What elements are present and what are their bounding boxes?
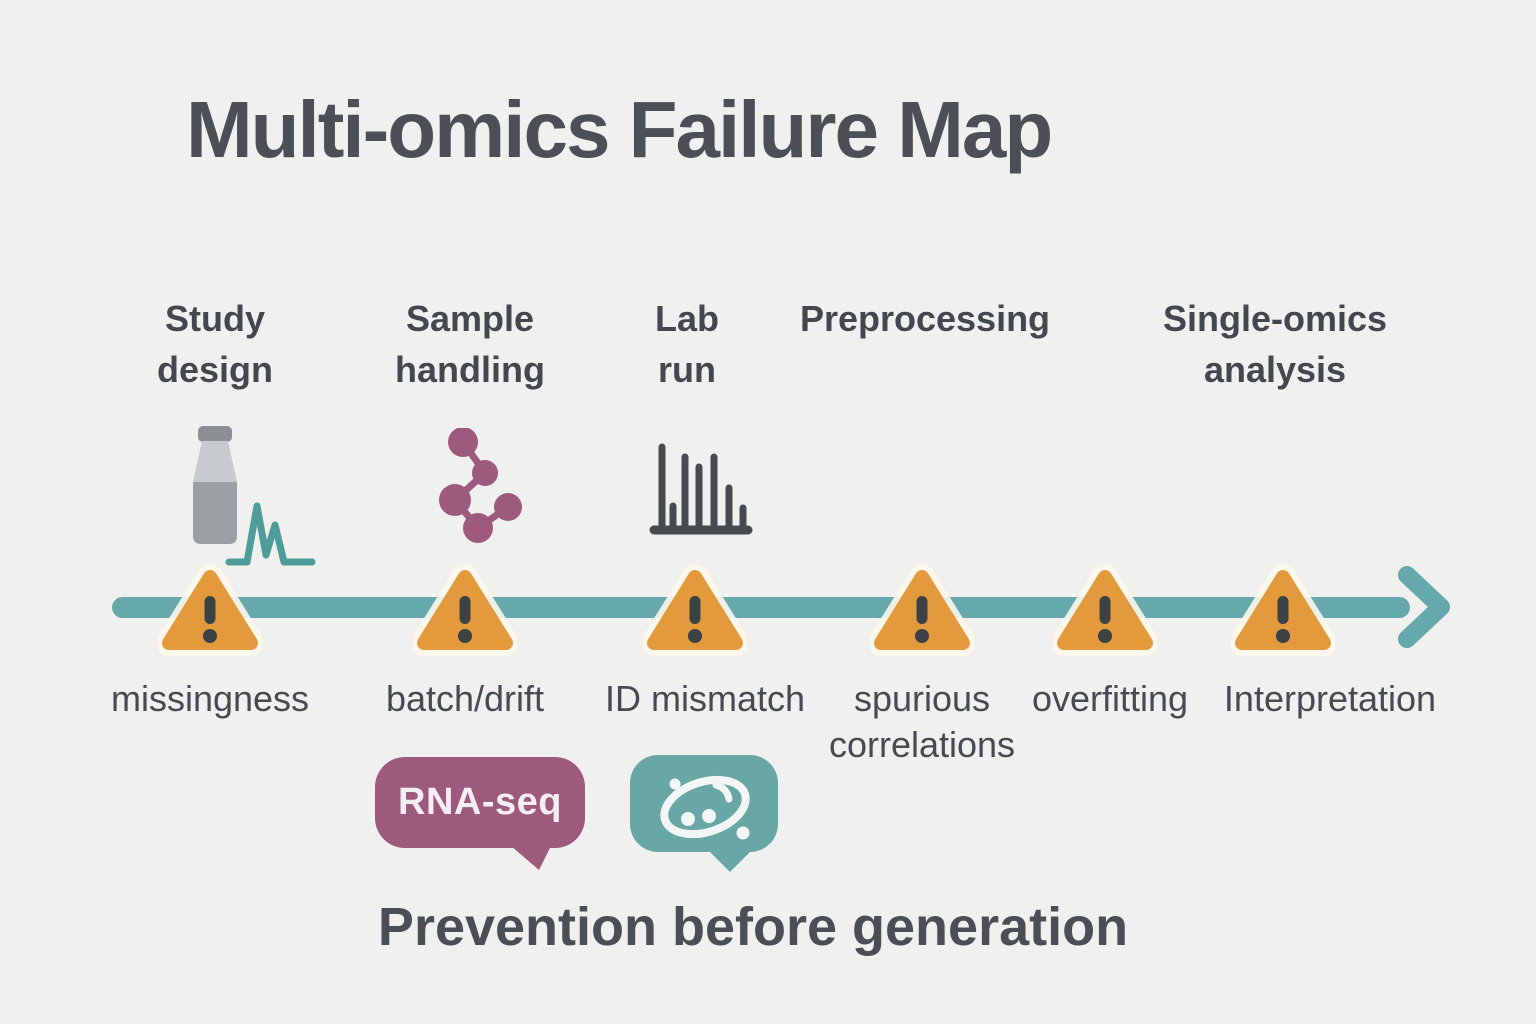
- warning-icon-id-mismatch: [643, 564, 747, 656]
- failure-line: Interpretation: [1223, 678, 1437, 719]
- caption: Prevention before generation: [377, 897, 1129, 957]
- stage-label-study-design: Study design: [157, 293, 273, 395]
- failure-line: overfitting: [1031, 678, 1189, 719]
- stage-line: Single-omics: [1162, 298, 1388, 339]
- failure-label-spurious-correlations: spurious correlations: [829, 676, 1015, 768]
- peak-bars-icon: [649, 443, 753, 535]
- warning-icon-overfitting: [1053, 564, 1157, 656]
- stage-line: Preprocessing: [799, 298, 1051, 339]
- stage-label-sample-handling: Sample handling: [395, 293, 545, 395]
- molecule-icon: [439, 428, 522, 543]
- failure-line: correlations: [828, 724, 1016, 765]
- warning-icon-batch-drift: [413, 564, 517, 656]
- timeline-bar: [112, 597, 1410, 618]
- stage-label-preprocessing: Preprocessing: [800, 293, 1050, 344]
- microbe-bubble: [630, 755, 778, 852]
- stage-label-single-omics-analysis: Single-omics analysis: [1163, 293, 1387, 395]
- page-title: Multi-omics Failure Map: [186, 85, 1053, 174]
- stage-line: design: [156, 349, 274, 390]
- stage-line: Sample: [405, 298, 535, 339]
- signal-waveform-icon: [225, 502, 316, 566]
- failure-line: ID mismatch: [604, 678, 806, 719]
- rna-seq-label: RNA-seq: [398, 781, 562, 823]
- failure-label-id-mismatch: ID mismatch: [605, 676, 805, 722]
- warning-icon-spurious-correlations: [870, 564, 974, 656]
- warning-icon-missingness: [158, 564, 262, 656]
- microbe-bubble-tail: [708, 850, 752, 872]
- failure-label-overfitting: overfitting: [1032, 676, 1188, 722]
- failure-line: spurious: [853, 678, 991, 719]
- rna-seq-bubble: RNA-seq: [375, 757, 585, 848]
- stage-line: Study: [164, 298, 266, 339]
- failure-line: batch/drift: [385, 678, 545, 719]
- stage-line: run: [657, 349, 716, 390]
- stage-line: Lab: [654, 298, 720, 339]
- warning-icon-interpretation: [1231, 564, 1335, 656]
- timeline-arrow-icon: [1398, 566, 1450, 648]
- stage-line: handling: [395, 349, 545, 390]
- rna-seq-bubble-tail: [511, 846, 551, 870]
- microbe-icon: [660, 775, 750, 840]
- stage-label-lab-run: Lab run: [655, 293, 719, 395]
- sample-bottle-icon: [193, 426, 316, 566]
- stage-line: analysis: [1203, 349, 1347, 390]
- failure-label-missingness: missingness: [111, 676, 309, 722]
- failure-line: missingness: [110, 678, 310, 719]
- failure-label-interpretation: Interpretation: [1224, 676, 1436, 722]
- failure-label-batch-drift: batch/drift: [386, 676, 544, 722]
